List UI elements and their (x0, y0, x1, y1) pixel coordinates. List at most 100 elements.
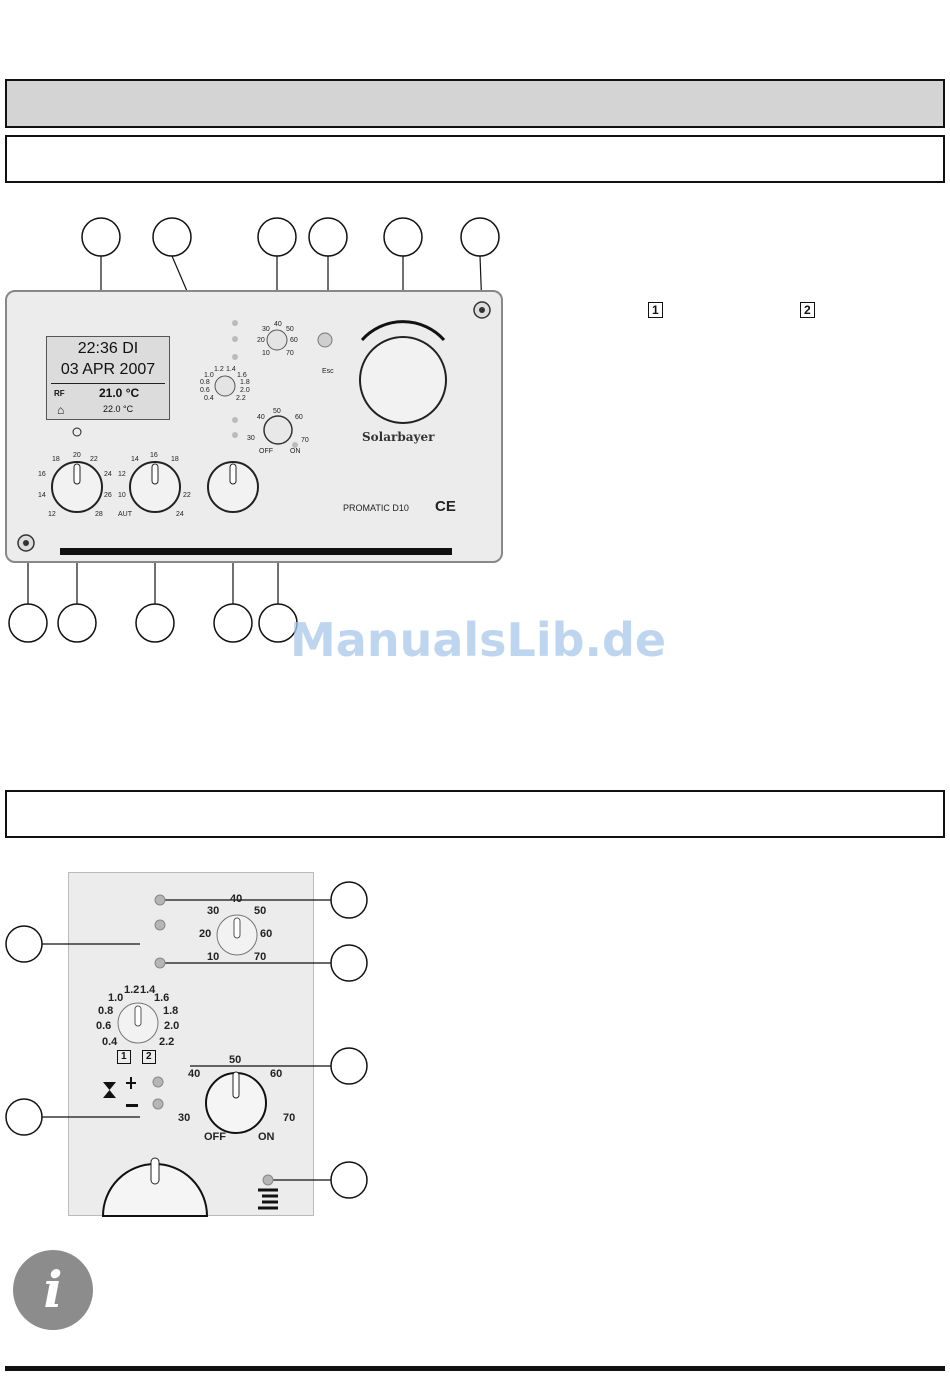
callout-circle (330, 944, 368, 982)
dial-label: 22 (90, 456, 98, 463)
led-water (262, 1174, 274, 1186)
detail-label: 20 (199, 928, 212, 940)
detail-panel (68, 872, 314, 1216)
detail-label: 1.4 (140, 984, 156, 996)
detail-label: ON (258, 1131, 275, 1143)
dial-label: 20 (73, 452, 81, 459)
dial-label: 70 (286, 350, 294, 357)
zone-1-icon: 1 (648, 302, 663, 318)
detail-label: 2.2 (159, 1036, 175, 1048)
dial-label: 1.8 (240, 379, 250, 386)
led-mix-minus (232, 432, 238, 438)
led-mix-plus (152, 1076, 164, 1088)
detail-label: 0.6 (96, 1020, 112, 1032)
dial-label: 16 (150, 452, 158, 459)
info-icon: i (13, 1250, 93, 1330)
display-rf-label: RF (54, 389, 65, 398)
sun-icon (72, 427, 82, 437)
dial-label: 50 (273, 408, 281, 415)
dial-label: 24 (104, 471, 112, 478)
water-temp-knob (266, 329, 288, 351)
callout-circle (460, 217, 500, 257)
dial-label: OFF (259, 448, 273, 455)
dial-label: 26 (104, 492, 112, 499)
dial-label: 18 (52, 456, 60, 463)
minus-icon (126, 1104, 138, 1107)
detail-label: 40 (230, 893, 243, 905)
detail-label: 0.8 (98, 1005, 114, 1017)
dial-label: 18 (171, 456, 179, 463)
led-mix-minus (152, 1098, 164, 1110)
led-mix-plus (232, 417, 238, 423)
dial-label: 1.6 (237, 372, 247, 379)
detail-label: 0.4 (102, 1036, 118, 1048)
dial-label: 14 (38, 492, 46, 499)
dial-label: 2.0 (240, 387, 250, 394)
detail-label: 30 (207, 905, 220, 917)
detail-label: 1.2 (124, 984, 140, 996)
mode-knob (207, 461, 259, 513)
detail-label: 10 (207, 951, 220, 963)
dial-label: 10 (262, 350, 270, 357)
house-icon: ⌂ (57, 403, 65, 417)
dial-label: 60 (295, 414, 303, 421)
dial-label: 0.8 (200, 379, 210, 386)
header-bar (5, 79, 945, 128)
display-temp-set: 22.0 °C (103, 404, 134, 414)
dial-label: 22 (183, 492, 191, 499)
dial-label: 20 (257, 337, 265, 344)
esc-label: Esc (322, 368, 334, 375)
dial-label: ON (290, 448, 301, 455)
dial-label: 1.0 (204, 372, 214, 379)
callout-circle (5, 925, 43, 963)
detail-label: 30 (178, 1112, 191, 1124)
dial-label: 12 (48, 511, 56, 518)
dial-label: 40 (257, 414, 265, 421)
detail-label: 2.0 (164, 1020, 180, 1032)
display-divider (51, 383, 165, 384)
callout-circle (330, 881, 368, 919)
section-title-bar (5, 135, 945, 183)
mixer-knob (263, 415, 293, 445)
main-rotary-knob (359, 336, 447, 424)
detail-label: 50 (229, 1054, 242, 1066)
storage-tank-icon (258, 1188, 278, 1210)
dial-label: 0.6 (200, 387, 210, 394)
dial-label: 0.4 (204, 395, 214, 402)
dial-label: 50 (286, 326, 294, 333)
detail-label: 60 (260, 928, 273, 940)
led-zone2 (232, 336, 238, 342)
brand-logo: Solarbayer (362, 430, 435, 444)
dial-label: AUT (118, 511, 132, 518)
dial-label: 28 (95, 511, 103, 518)
dial-label: 1.2 (214, 366, 224, 373)
led-zone2 (154, 919, 166, 931)
dial-label: 60 (290, 337, 298, 344)
led-zone1 (232, 354, 238, 360)
bottom-rule (5, 1366, 945, 1371)
zone-2-icon: 2 (142, 1050, 156, 1064)
dial-label: 30 (247, 435, 255, 442)
night-temp-knob (129, 461, 181, 513)
callout-circle (5, 1098, 43, 1136)
zone-1-icon: 1 (117, 1050, 131, 1064)
callout-circle (330, 1047, 368, 1085)
zone-2-icon: 2 (800, 302, 815, 318)
dial-label: 12 (118, 471, 126, 478)
model-label: PROMATIC D10 (343, 503, 409, 513)
watermark: ManualsLib.de (290, 613, 667, 667)
display-date: 03 APR 2007 (60, 361, 156, 378)
detail-label: 1.6 (154, 992, 170, 1004)
mixer-valve-icon (103, 1082, 116, 1098)
esc-button (317, 332, 333, 348)
heating-curve-knob (214, 375, 236, 397)
dial-label: 14 (131, 456, 139, 463)
dial-label: 16 (38, 471, 46, 478)
detail-label: 60 (270, 1068, 283, 1080)
detail-label: 70 (254, 951, 267, 963)
led-water (292, 442, 298, 448)
led-zone1 (154, 957, 166, 969)
